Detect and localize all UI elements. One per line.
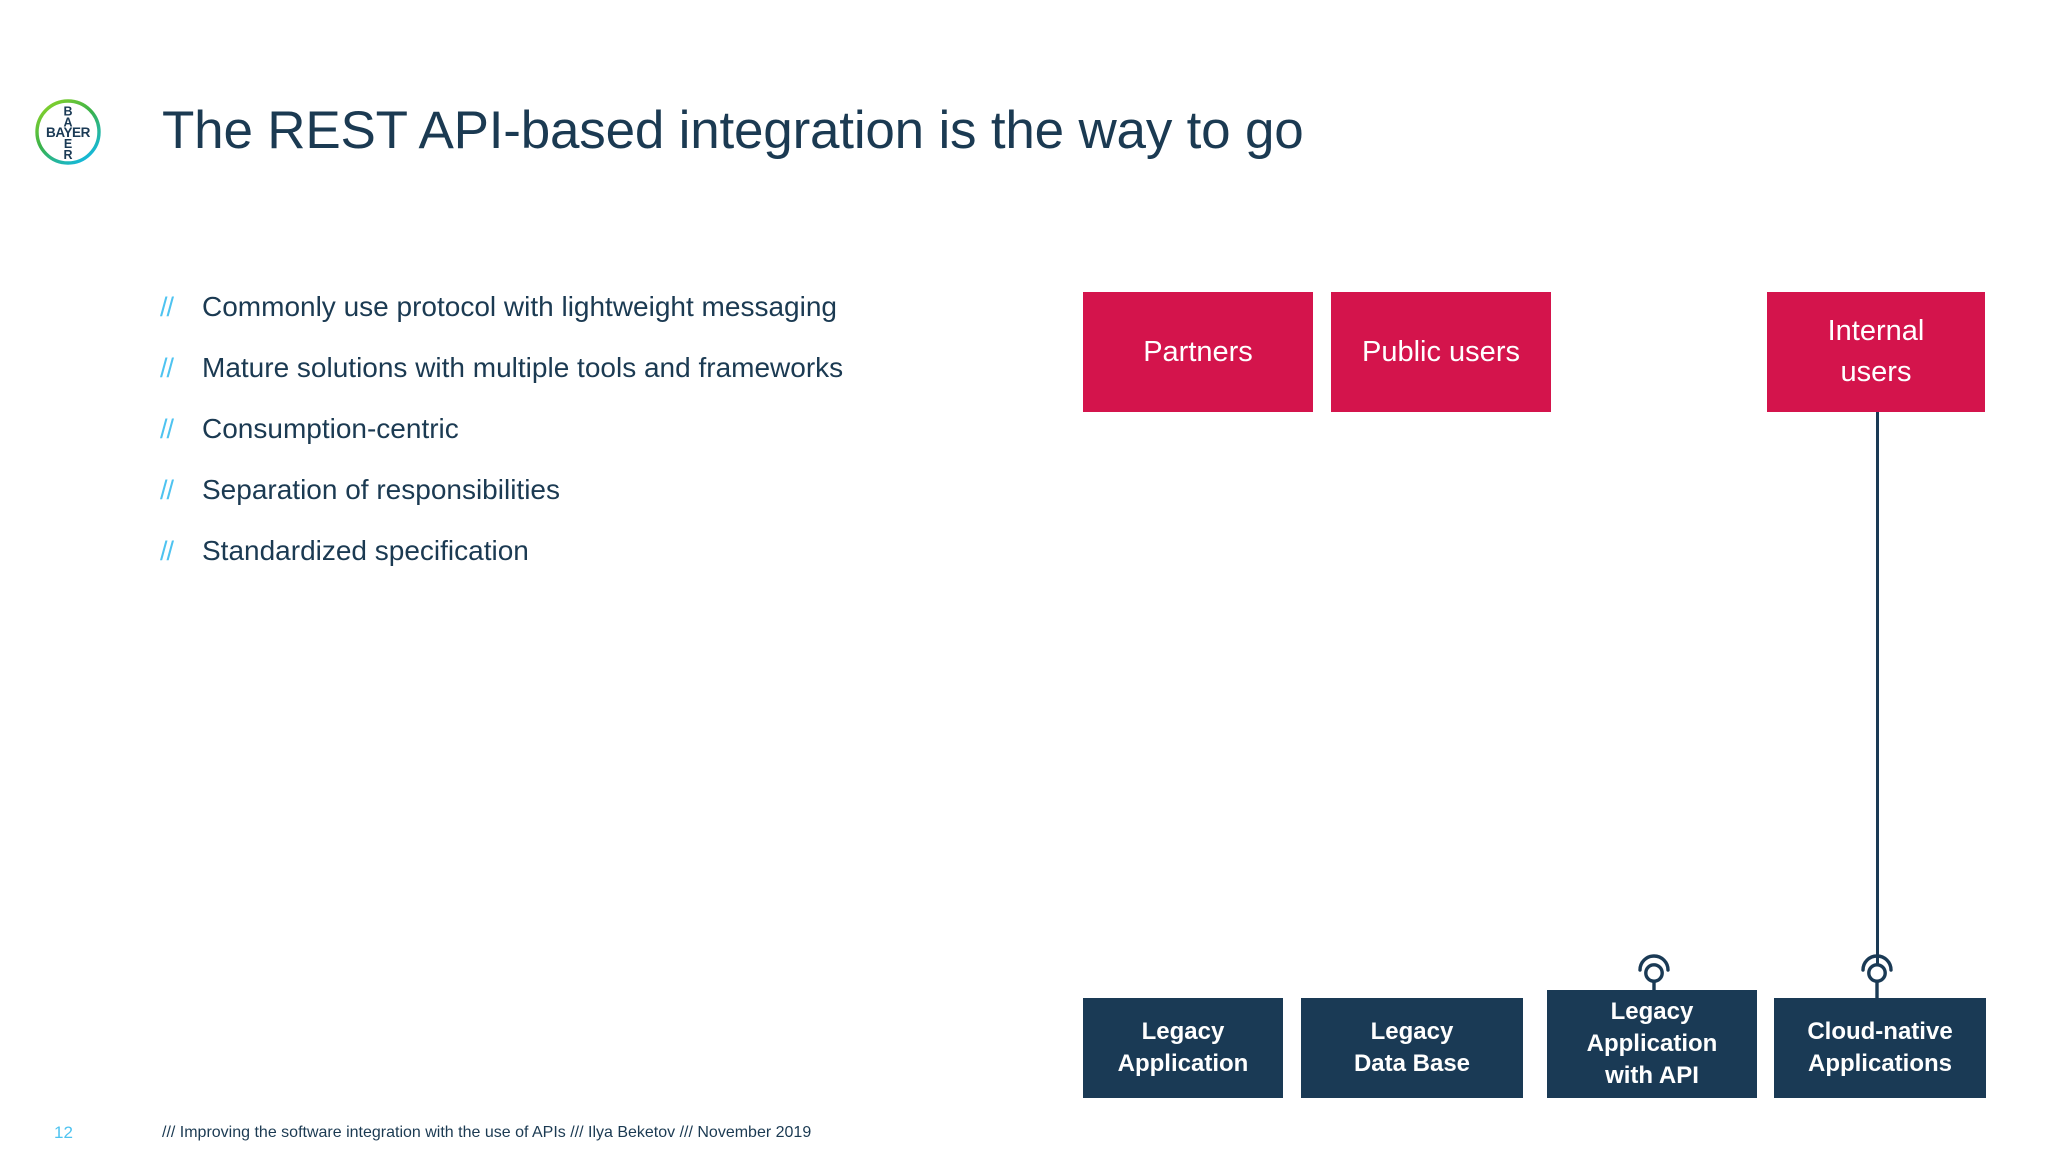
- node-public-users[interactable]: Public users: [1331, 292, 1551, 412]
- node-public-users-label: Public users: [1362, 335, 1520, 368]
- api-socket-icon: [1855, 952, 1899, 1000]
- footer-text: /// Improving the software integration w…: [162, 1124, 812, 1141]
- node-partners[interactable]: Partners: [1083, 292, 1313, 412]
- bullet-label: Consumption-centric: [202, 413, 459, 444]
- bullet-marker-icon: //: [160, 536, 174, 566]
- bullet-marker-icon: //: [160, 353, 174, 383]
- bullet-marker-icon: //: [160, 414, 174, 444]
- svg-text:R: R: [63, 148, 72, 162]
- bullet-marker-icon: //: [160, 292, 174, 322]
- footer-page-number: 12: [54, 1123, 73, 1142]
- svg-text:B: B: [63, 105, 72, 119]
- bullet-item: // Mature solutions with multiple tools …: [160, 351, 1000, 412]
- svg-text:E: E: [64, 137, 72, 151]
- connector-internal-users-to-cloud-native: [1876, 412, 1879, 964]
- bullet-item: // Consumption-centric: [160, 412, 1000, 473]
- bullet-label: Separation of responsibilities: [202, 474, 560, 505]
- bullet-item: // Commonly use protocol with lightweigh…: [160, 290, 1000, 351]
- node-partners-label: Partners: [1143, 335, 1253, 368]
- page-title: The REST API-based integration is the wa…: [162, 101, 1304, 160]
- bullet-label: Standardized specification: [202, 535, 529, 566]
- bullet-list: // Commonly use protocol with lightweigh…: [160, 290, 1000, 595]
- bullet-label: Commonly use protocol with lightweight m…: [202, 291, 837, 322]
- bullet-item: // Standardized specification: [160, 534, 1000, 595]
- bullet-marker-icon: //: [160, 475, 174, 505]
- bullet-label: Mature solutions with multiple tools and…: [202, 352, 844, 383]
- svg-text:A: A: [63, 116, 72, 130]
- svg-text:BAYER: BAYER: [46, 125, 91, 140]
- bayer-logo: B A BAYER E R: [32, 96, 104, 168]
- bullet-item: // Separation of responsibilities: [160, 473, 1000, 534]
